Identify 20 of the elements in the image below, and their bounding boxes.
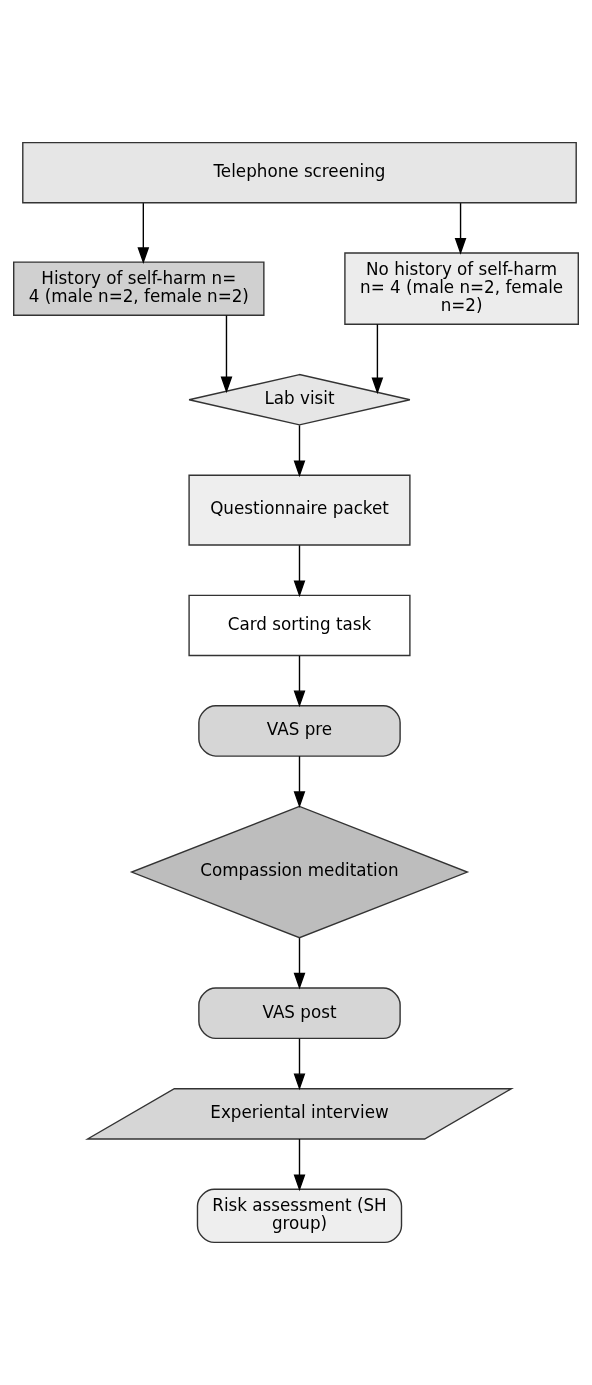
node-box: Risk assessment (SH group): [196, 1188, 403, 1244]
node-box: Card sorting task: [188, 594, 411, 657]
arrow: [293, 1138, 306, 1192]
node-box: Telephone screening: [22, 141, 577, 204]
arrow: [293, 424, 306, 478]
arrow: [293, 1037, 306, 1091]
node-box: History of self-harm n= 4 (male n=2, female n=2): [13, 261, 265, 316]
arrow: [371, 323, 384, 395]
node-box: No history of self-harm n= 4 (male n=2, female n=2): [344, 252, 579, 325]
arrow: [293, 755, 306, 808]
node-diamond: Compassion meditation: [129, 805, 470, 939]
node-box: Questionnaire packet: [188, 474, 411, 546]
arrow: [293, 937, 306, 990]
arrow: [454, 202, 467, 255]
arrow: [137, 202, 150, 265]
arrow: [293, 544, 306, 598]
arrow: [220, 314, 233, 394]
node-box: VAS pre: [198, 705, 401, 757]
arrow: [293, 655, 306, 708]
node-box: VAS post: [198, 987, 401, 1040]
